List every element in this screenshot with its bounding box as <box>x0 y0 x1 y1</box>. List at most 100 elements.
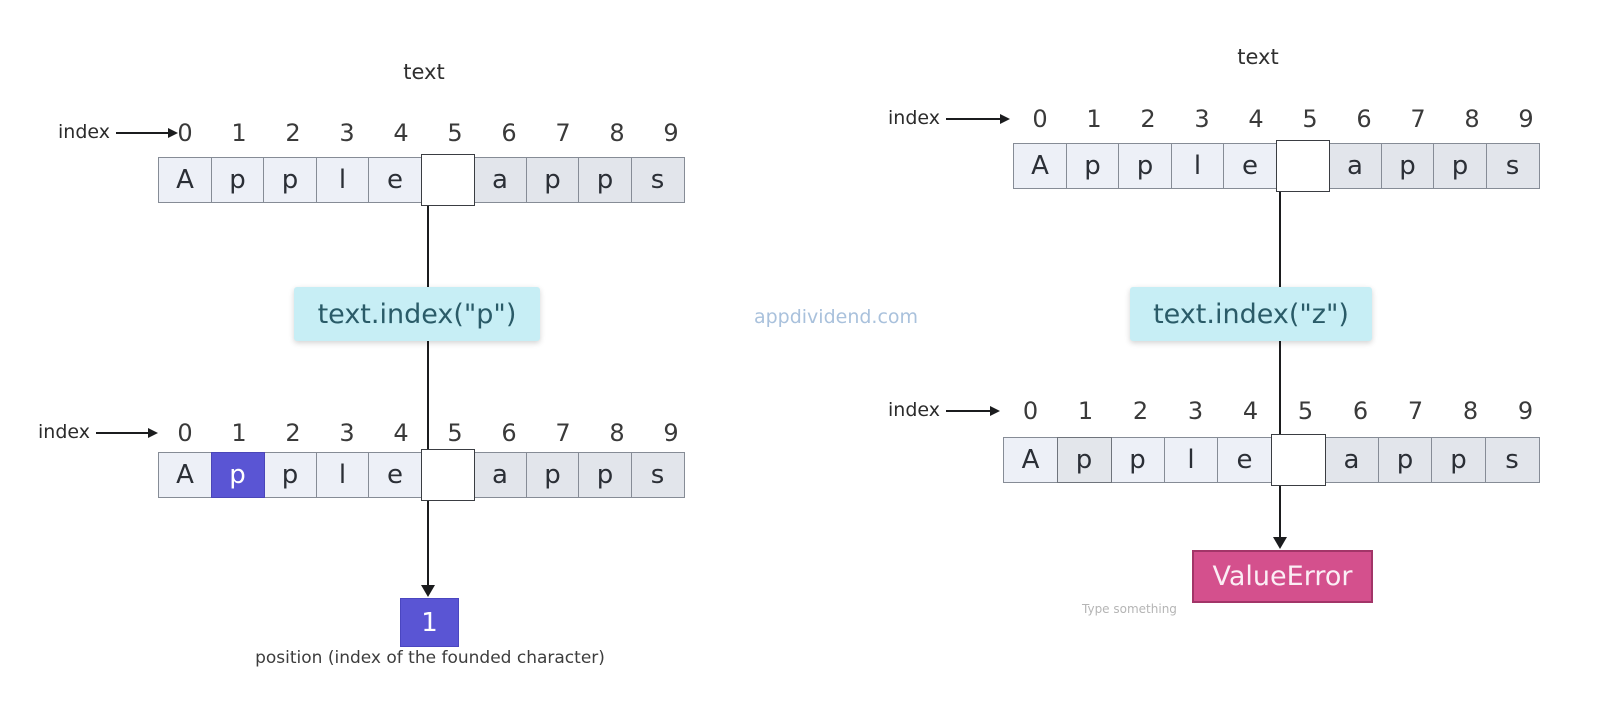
char-cell: l <box>315 452 370 498</box>
index-label: index <box>58 121 110 143</box>
index-number: 8 <box>609 419 625 447</box>
char-cell: a <box>473 452 527 498</box>
connector-line <box>427 341 429 453</box>
index-number: 1 <box>1086 105 1102 133</box>
index-number: 6 <box>501 119 517 147</box>
index-number: 2 <box>1132 397 1149 425</box>
index-number: 0 <box>177 419 193 447</box>
index-number: 2 <box>1140 105 1156 133</box>
text-label: text <box>1237 45 1279 69</box>
arrow-right-icon <box>990 406 1000 416</box>
char-cell: l <box>1170 143 1225 189</box>
index-label: index <box>888 399 940 421</box>
index-number: 0 <box>177 119 193 147</box>
caption: position (index of the founded character… <box>255 648 605 668</box>
index-number: 1 <box>1077 397 1094 425</box>
index-number: 7 <box>1410 105 1426 133</box>
char-cell: s <box>630 157 685 203</box>
char-cell: e <box>368 452 422 498</box>
index-number: 7 <box>555 119 571 147</box>
connector-line <box>1279 190 1281 288</box>
index-number: 8 <box>1464 105 1480 133</box>
index-number: 9 <box>1518 105 1534 133</box>
index-arrow-line <box>116 132 170 134</box>
index-number: 7 <box>1407 397 1424 425</box>
char-cell: e <box>368 157 422 203</box>
char-cell: p <box>210 157 265 203</box>
char-cell: A <box>1003 437 1058 483</box>
index-number: 3 <box>339 419 355 447</box>
connector-line <box>427 204 429 288</box>
connector-line <box>1279 341 1281 438</box>
char-cell: p <box>1380 143 1435 189</box>
char-cell: l <box>1163 437 1219 483</box>
arrow-right-icon <box>1000 114 1010 124</box>
index-number: 3 <box>339 119 355 147</box>
code-box: text.index("p") <box>294 287 540 341</box>
index-number: 0 <box>1032 105 1048 133</box>
space-cell <box>1270 434 1326 486</box>
index-label: index <box>888 107 940 129</box>
char-cell: p <box>1118 143 1172 189</box>
index-number: 9 <box>663 119 679 147</box>
index-number: 2 <box>285 419 301 447</box>
result-box: 1 <box>400 598 459 647</box>
arrow-right-icon <box>168 128 178 138</box>
space-cell <box>420 449 475 501</box>
char-cell: A <box>158 452 212 498</box>
char-cell: p <box>1377 437 1433 483</box>
index-arrow-line <box>96 432 150 434</box>
char-cell: p <box>263 452 317 498</box>
arrow-down-icon <box>421 585 435 597</box>
index-number: 8 <box>609 119 625 147</box>
index-number: 5 <box>447 419 463 447</box>
index-number: 3 <box>1194 105 1210 133</box>
space-cell <box>420 154 475 206</box>
connector-line <box>1279 484 1281 537</box>
index-arrow-line <box>946 410 992 412</box>
watermark: appdividend.com <box>753 306 919 328</box>
selected-char-cell: p <box>1056 437 1112 483</box>
char-cell: a <box>1328 143 1382 189</box>
char-cell: a <box>473 157 527 203</box>
char-cell: s <box>1484 437 1540 483</box>
index-label: index <box>38 421 90 443</box>
code-box: text.index("z") <box>1130 287 1372 341</box>
index-number: 9 <box>663 419 679 447</box>
index-number: 8 <box>1462 397 1479 425</box>
char-cell: p <box>263 157 317 203</box>
index-number: 5 <box>447 119 463 147</box>
char-cell: A <box>1013 143 1067 189</box>
space-cell <box>1275 140 1330 192</box>
char-cell: A <box>158 157 212 203</box>
index-number: 1 <box>231 419 247 447</box>
char-cell: p <box>1431 437 1486 483</box>
index-number: 6 <box>1356 105 1372 133</box>
char-cell: p <box>578 452 632 498</box>
index-number: 9 <box>1517 397 1534 425</box>
char-cell: p <box>525 452 580 498</box>
index-number: 5 <box>1297 397 1314 425</box>
arrow-right-icon <box>148 428 158 438</box>
index-number: 4 <box>393 419 409 447</box>
placeholder-text: Type something <box>1082 602 1177 616</box>
index-number: 4 <box>1248 105 1264 133</box>
char-cell: l <box>315 157 370 203</box>
char-cell: e <box>1223 143 1277 189</box>
char-cell: a <box>1324 437 1379 483</box>
index-number: 3 <box>1187 397 1204 425</box>
index-number: 5 <box>1302 105 1318 133</box>
index-number: 6 <box>1352 397 1369 425</box>
index-number: 7 <box>555 419 571 447</box>
char-cell: s <box>630 452 685 498</box>
char-cell: p <box>1065 143 1120 189</box>
text-label: text <box>403 60 445 84</box>
index-number: 4 <box>1242 397 1259 425</box>
index-number: 1 <box>231 119 247 147</box>
char-cell: p <box>1433 143 1487 189</box>
